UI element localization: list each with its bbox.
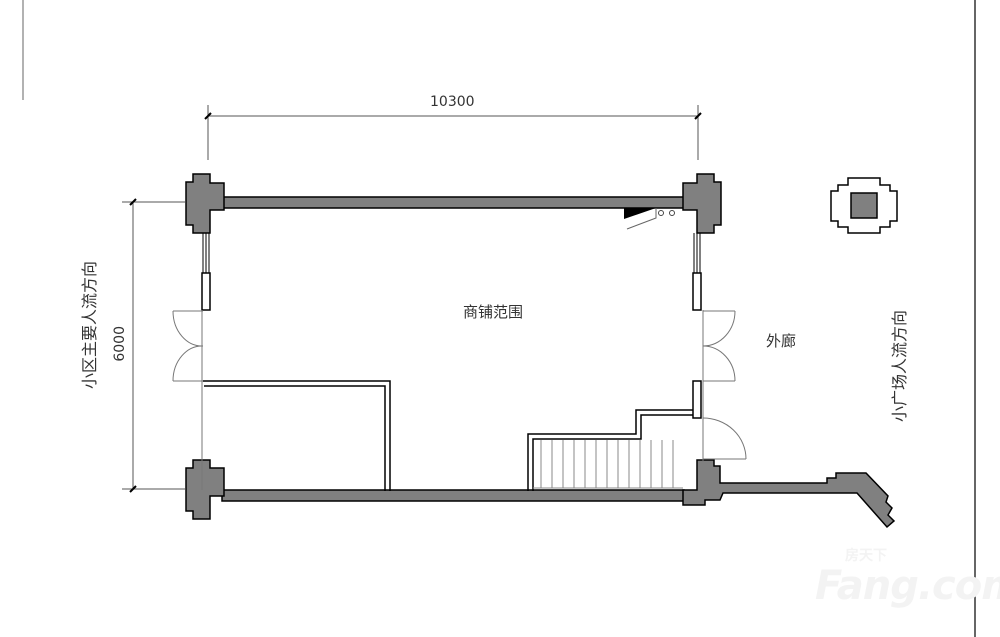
- watermark-brand: Fang.com: [815, 563, 1000, 609]
- stair-enclosure: [527, 409, 693, 491]
- shop-area-label: 商铺范围: [463, 303, 524, 321]
- left-flow-label: 小区主要人流方向: [80, 261, 99, 390]
- column-top-right: [682, 173, 722, 234]
- left-double-door[interactable]: [172, 310, 204, 490]
- dimension-width: [204, 105, 702, 160]
- dimension-height: [122, 198, 185, 493]
- column-freestanding: [830, 177, 898, 234]
- staircase: [533, 440, 683, 489]
- left-window: [201, 233, 211, 311]
- width-dimension-label: 10300: [430, 94, 475, 110]
- watermark-cn: 房天下: [845, 548, 887, 564]
- height-dimension-label: 6000: [112, 326, 128, 362]
- wall-bottom: [221, 489, 685, 502]
- column-bottom-left: [185, 459, 225, 520]
- corridor-label: 外廊: [766, 332, 797, 350]
- right-wall-segment: [692, 380, 702, 419]
- right-window: [692, 233, 702, 311]
- column-top-left: [185, 173, 225, 234]
- right-flow-label: 小广场人流方向: [890, 310, 909, 423]
- fixture-corner: [624, 208, 675, 230]
- side-door[interactable]: [702, 417, 747, 460]
- right-double-door[interactable]: [702, 310, 736, 462]
- wall-top: [221, 196, 685, 209]
- storage-room-partition: [203, 380, 391, 491]
- column-bottom-right: [682, 459, 896, 529]
